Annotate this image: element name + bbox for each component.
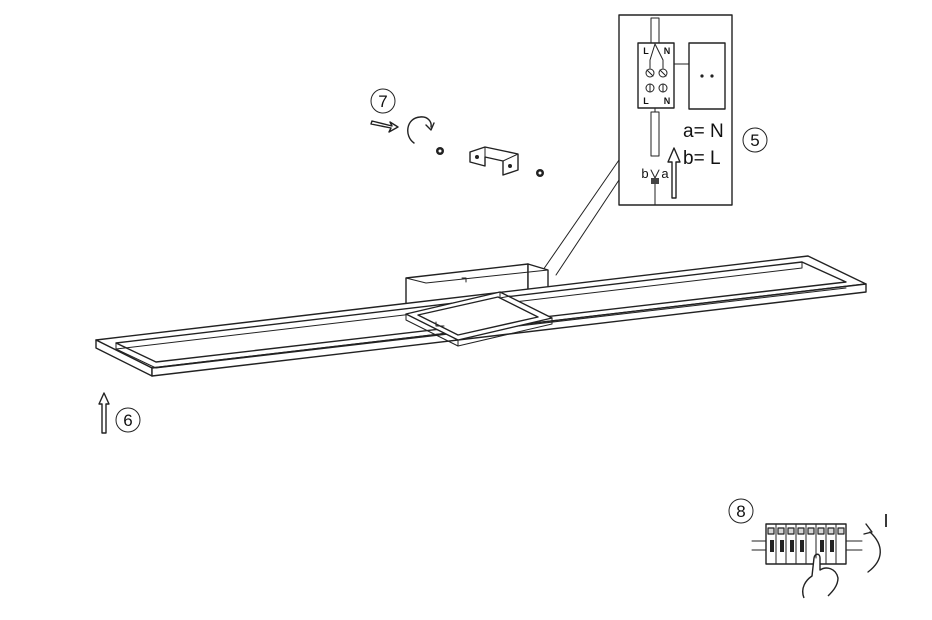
step6-circle (115, 407, 141, 433)
junction-box (688, 42, 726, 110)
detail-frame (618, 14, 733, 206)
screw-icon (536, 169, 544, 177)
mounting-bracket-icon (469, 146, 519, 176)
step8-number: 8 (736, 502, 745, 521)
wiring-detail-inset: L N L N b a a= N b= L 5 (542, 14, 768, 276)
switch-arrow-icon (867, 531, 881, 573)
step7-circle (370, 88, 396, 114)
terminal-label-L: L (643, 46, 649, 56)
hand-icon (802, 553, 839, 599)
ceiling-lamp (95, 255, 867, 377)
terminal-block (637, 42, 675, 109)
step5-circle (742, 127, 768, 153)
switch-on-label: I (883, 511, 888, 531)
terminal-screw-icon (645, 68, 655, 78)
push-arrow-icon (370, 120, 399, 133)
cable (650, 17, 660, 45)
terminal-label-L: L (643, 96, 649, 106)
legend-b: b= L (683, 148, 721, 169)
wire-label-b: b (641, 166, 648, 181)
legend-a: a= N (683, 121, 724, 142)
step6-group: 6 (98, 392, 141, 434)
cable (650, 111, 660, 157)
step6-number: 6 (123, 411, 132, 430)
insert-arrow-icon (667, 147, 681, 199)
step5-number: 5 (750, 131, 759, 150)
pointer-line (542, 159, 620, 271)
terminal-label-N: N (664, 46, 671, 56)
lift-arrow-icon (98, 392, 110, 434)
rotate-arrow-icon (407, 116, 432, 144)
wire-label-a: a (661, 166, 669, 181)
circuit-breaker-icon (751, 523, 863, 565)
step7-number: 7 (378, 92, 387, 111)
pointer-line (555, 179, 620, 276)
terminal-label-N: N (664, 96, 671, 106)
terminal-screw-icon (658, 68, 668, 78)
step8-circle (728, 498, 754, 524)
rotate-arrowhead-icon (425, 122, 435, 131)
step8-group: 8 (728, 498, 889, 599)
step7-group: 7 (370, 88, 544, 177)
screw-icon (436, 147, 444, 155)
